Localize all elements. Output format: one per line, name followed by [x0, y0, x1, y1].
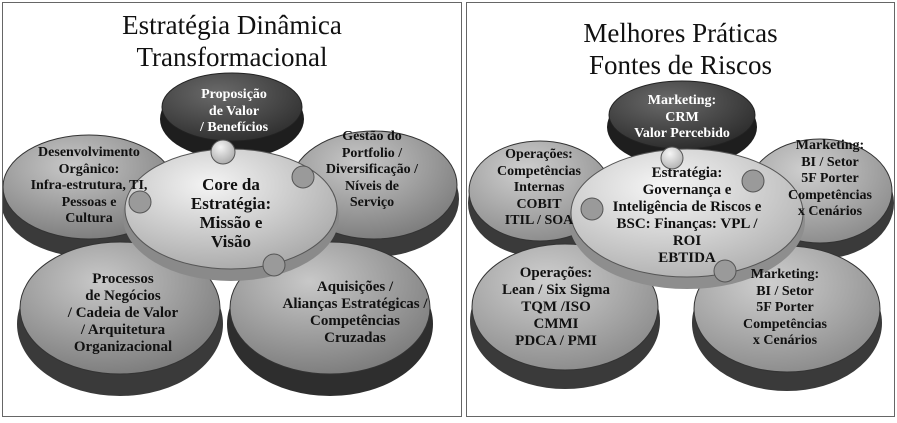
- label-line: Pessoas e: [61, 194, 117, 210]
- label-center: Estratégia: Governança e Inteligência de…: [587, 165, 787, 267]
- label-line: Operações:: [505, 147, 573, 162]
- label-petal-lower-right: Aquisições / Alianças Estratégicas / Com…: [265, 279, 445, 347]
- puzzle-knob-right: [741, 169, 765, 193]
- label-line: x Cenários: [797, 204, 863, 219]
- petal-lower-left: [19, 241, 221, 375]
- label-petal-upper-right: Marketing: BI / Setor 5F Porter Competên…: [771, 138, 889, 221]
- label-line: CRM: [665, 109, 699, 125]
- label-line: Competências: [497, 163, 581, 179]
- label-petal-upper-right: Gestão do Portfolio / Diversificação / N…: [309, 129, 435, 212]
- diagram-title-left: Estratégia Dinâmica Transformacional: [3, 9, 461, 73]
- label-line: Marketing:: [795, 138, 865, 153]
- label-line: Cultura: [65, 211, 113, 226]
- label-line: EBTIDA: [658, 250, 716, 266]
- label-line: TQM /ISO: [521, 299, 591, 315]
- label-line: Organizacional: [73, 339, 173, 355]
- title-line: Fontes de Riscos: [588, 50, 772, 80]
- label-line: 5F Porter: [801, 171, 859, 186]
- label-line: Portfolio /: [341, 145, 403, 161]
- label-line: / Arquitetura: [80, 322, 166, 338]
- label-line: Core da: [202, 175, 260, 194]
- label-line: BSC: Finanças: VPL /: [616, 216, 758, 232]
- label-line: Competências: [788, 187, 872, 203]
- label-line: / Benefícios: [199, 120, 269, 135]
- title-line: Melhores Práticas: [583, 18, 778, 48]
- label-petal-upper-left: Operações: Competências Internas COBIT I…: [485, 147, 593, 230]
- label-petal-upper-left: Desenvolvimento Orgânico: Infra-estrutur…: [13, 145, 165, 228]
- label-line: Marketing:: [647, 93, 717, 108]
- label-line: Marketing:: [750, 267, 820, 282]
- label-line: Estratégia:: [190, 194, 272, 213]
- label-line: COBIT: [516, 196, 562, 212]
- puzzle-knob-top: [210, 139, 236, 165]
- title-line: Transformacional: [136, 42, 328, 72]
- label-line: Proposição: [201, 87, 267, 102]
- label-line: Governança e: [642, 182, 732, 198]
- label-center: Core da Estratégia: Missão e Visão: [169, 175, 293, 251]
- puzzle-knob-left: [128, 190, 152, 214]
- diagram-panel-right: Melhores Práticas Fontes de Riscos: [466, 2, 895, 417]
- label-line: Cruzadas: [324, 330, 386, 346]
- title-line: Estratégia Dinâmica: [122, 10, 342, 40]
- petal-lower-left: [471, 243, 659, 371]
- label-petal-top: Marketing: CRM Valor Percebido: [625, 93, 739, 143]
- label-line: Alianças Estratégicas /: [282, 296, 428, 312]
- label-line: Visão: [211, 232, 251, 251]
- puzzle-knob-bottom: [262, 253, 286, 277]
- puzzle-knob-top: [660, 146, 684, 170]
- diagram-panel-left: Estratégia Dinâmica Transformacional: [2, 2, 462, 417]
- label-line: Infra-estrutura, TI,: [30, 178, 148, 193]
- label-line: de Negócios: [85, 288, 161, 304]
- label-line: Estratégia:: [651, 165, 723, 181]
- label-line: Operações:: [519, 265, 593, 281]
- label-line: x Cenários: [752, 333, 818, 348]
- label-line: / Cadeia de Valor: [67, 305, 179, 321]
- label-line: Aquisições /: [316, 279, 394, 295]
- label-line: Serviço: [349, 195, 395, 210]
- label-line: Níveis de: [344, 178, 400, 194]
- label-line: Orgânico:: [58, 161, 120, 177]
- petal-top: [161, 72, 303, 142]
- label-petal-lower-left: Operações: Lean / Six Sigma TQM /ISO CMM…: [491, 265, 621, 350]
- diagram-title-right: Melhores Práticas Fontes de Riscos: [467, 17, 894, 81]
- label-line: Competências: [743, 316, 827, 332]
- label-line: Lean / Six Sigma: [502, 282, 610, 298]
- puzzle-knob-right: [291, 165, 315, 189]
- label-line: Diversificação /: [325, 162, 419, 177]
- label-line: BI / Setor: [756, 283, 814, 299]
- label-line: CMMI: [533, 316, 579, 332]
- label-petal-top: Proposição de Valor / Benefícios: [179, 87, 289, 137]
- label-petal-lower-right: Marketing: BI / Setor 5F Porter Competên…: [725, 267, 845, 350]
- label-line: Missão e: [199, 213, 263, 232]
- label-line: ITIL / SOA: [504, 213, 574, 228]
- puzzle-knob-bottom: [713, 259, 737, 283]
- label-line: Processos: [92, 271, 154, 287]
- label-line: BI / Setor: [801, 154, 859, 170]
- label-line: PDCA / PMI: [515, 333, 597, 349]
- label-petal-lower-left: Processos de Negócios / Cadeia de Valor …: [53, 271, 193, 356]
- label-line: 5F Porter: [756, 300, 814, 315]
- label-line: Desenvolvimento: [38, 145, 140, 160]
- label-line: Valor Percebido: [634, 126, 730, 141]
- label-line: ROI: [672, 233, 702, 249]
- label-line: Competências: [310, 313, 400, 329]
- label-line: Inteligência de Riscos e: [612, 199, 762, 215]
- puzzle-graphic-right: [468, 80, 894, 391]
- puzzle-graphic-left: [3, 72, 459, 396]
- label-line: de Valor: [208, 103, 260, 119]
- puzzle-knob-left: [580, 197, 604, 221]
- label-line: Gestão do: [342, 129, 402, 144]
- label-line: Internas: [513, 180, 565, 195]
